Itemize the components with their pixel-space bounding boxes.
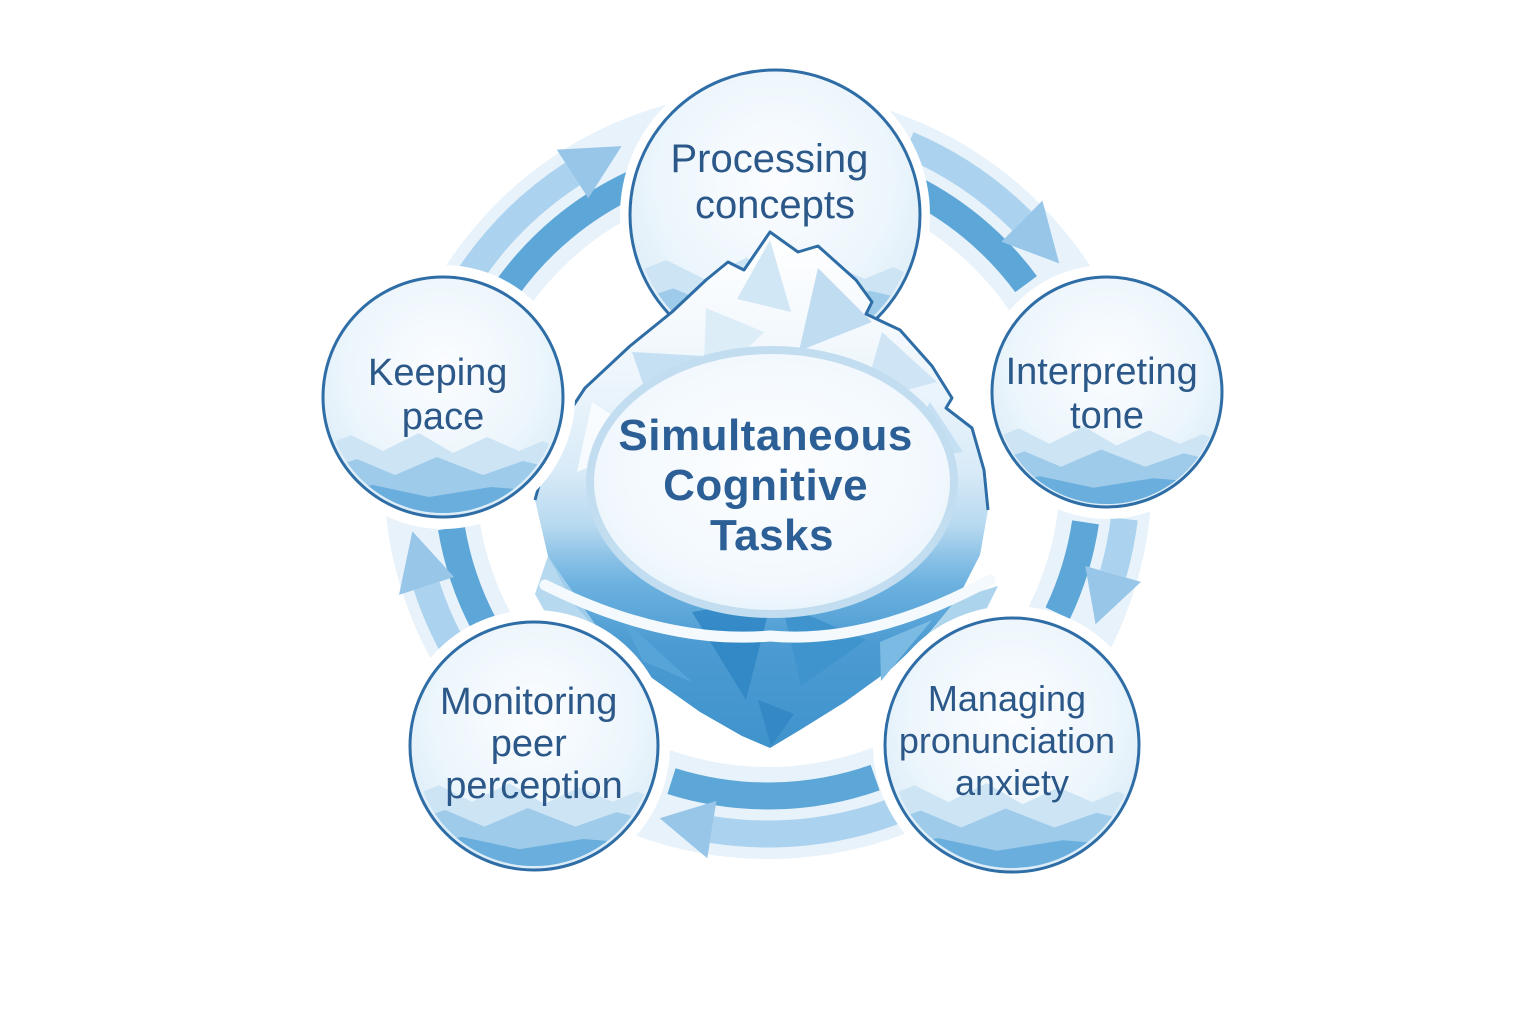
arc-band-dark bbox=[438, 525, 496, 630]
arc-band-light bbox=[902, 132, 1032, 231]
node-monitoring-peer-perception: Monitoring peer perception bbox=[398, 610, 670, 882]
node-label: Managing pronunciation anxiety bbox=[899, 678, 1125, 803]
arc-band-dark bbox=[1045, 520, 1099, 620]
arrowhead-icon bbox=[659, 800, 717, 859]
iceberg-facet bbox=[880, 620, 932, 681]
node-interpreting-tone: Interpreting tone bbox=[980, 265, 1234, 519]
iceberg-facet bbox=[782, 604, 866, 686]
center-label-group: Simultaneous Cognitive Tasks bbox=[586, 346, 958, 618]
arrow-keeping-pace-to-processing-concepts bbox=[459, 146, 639, 297]
center-ellipse bbox=[586, 346, 958, 618]
iceberg-facet bbox=[799, 268, 872, 351]
iceberg-facet bbox=[622, 618, 692, 682]
arrow-managing-pronunciation-anxiety-to-monitoring-peer-perception bbox=[659, 764, 902, 859]
arc-band-light bbox=[1100, 516, 1138, 578]
node-label: Processing concepts bbox=[671, 137, 880, 227]
arc-band-light bbox=[709, 797, 902, 848]
iceberg-outline bbox=[533, 230, 990, 511]
node-keeping-pace: Keeping pace bbox=[311, 265, 575, 529]
arc-band-dark bbox=[667, 764, 880, 810]
diagram-title: Simultaneous Cognitive Tasks bbox=[618, 411, 925, 560]
arc-band-dark bbox=[495, 171, 639, 297]
node-managing-pronunciation-anxiety: Managing pronunciation anxiety bbox=[873, 606, 1151, 884]
node-label: Monitoring peer perception bbox=[440, 681, 628, 807]
waterline-highlight bbox=[764, 574, 996, 643]
arrow-interpreting-tone-to-managing-pronunciation-anxiety bbox=[1045, 516, 1141, 625]
iceberg-facet bbox=[737, 240, 791, 312]
arrowhead-icon bbox=[1001, 200, 1060, 264]
arc-band-light bbox=[459, 162, 580, 282]
node-label: Interpreting tone bbox=[1006, 351, 1209, 437]
arrowhead-icon bbox=[399, 531, 455, 595]
arrowhead-icon bbox=[1085, 566, 1141, 625]
iceberg-facet bbox=[692, 598, 772, 700]
arrowhead-icon bbox=[556, 146, 622, 199]
waterline-highlight bbox=[539, 579, 776, 643]
iceberg-facet bbox=[758, 700, 794, 746]
node-label: Keeping pace bbox=[368, 352, 518, 438]
